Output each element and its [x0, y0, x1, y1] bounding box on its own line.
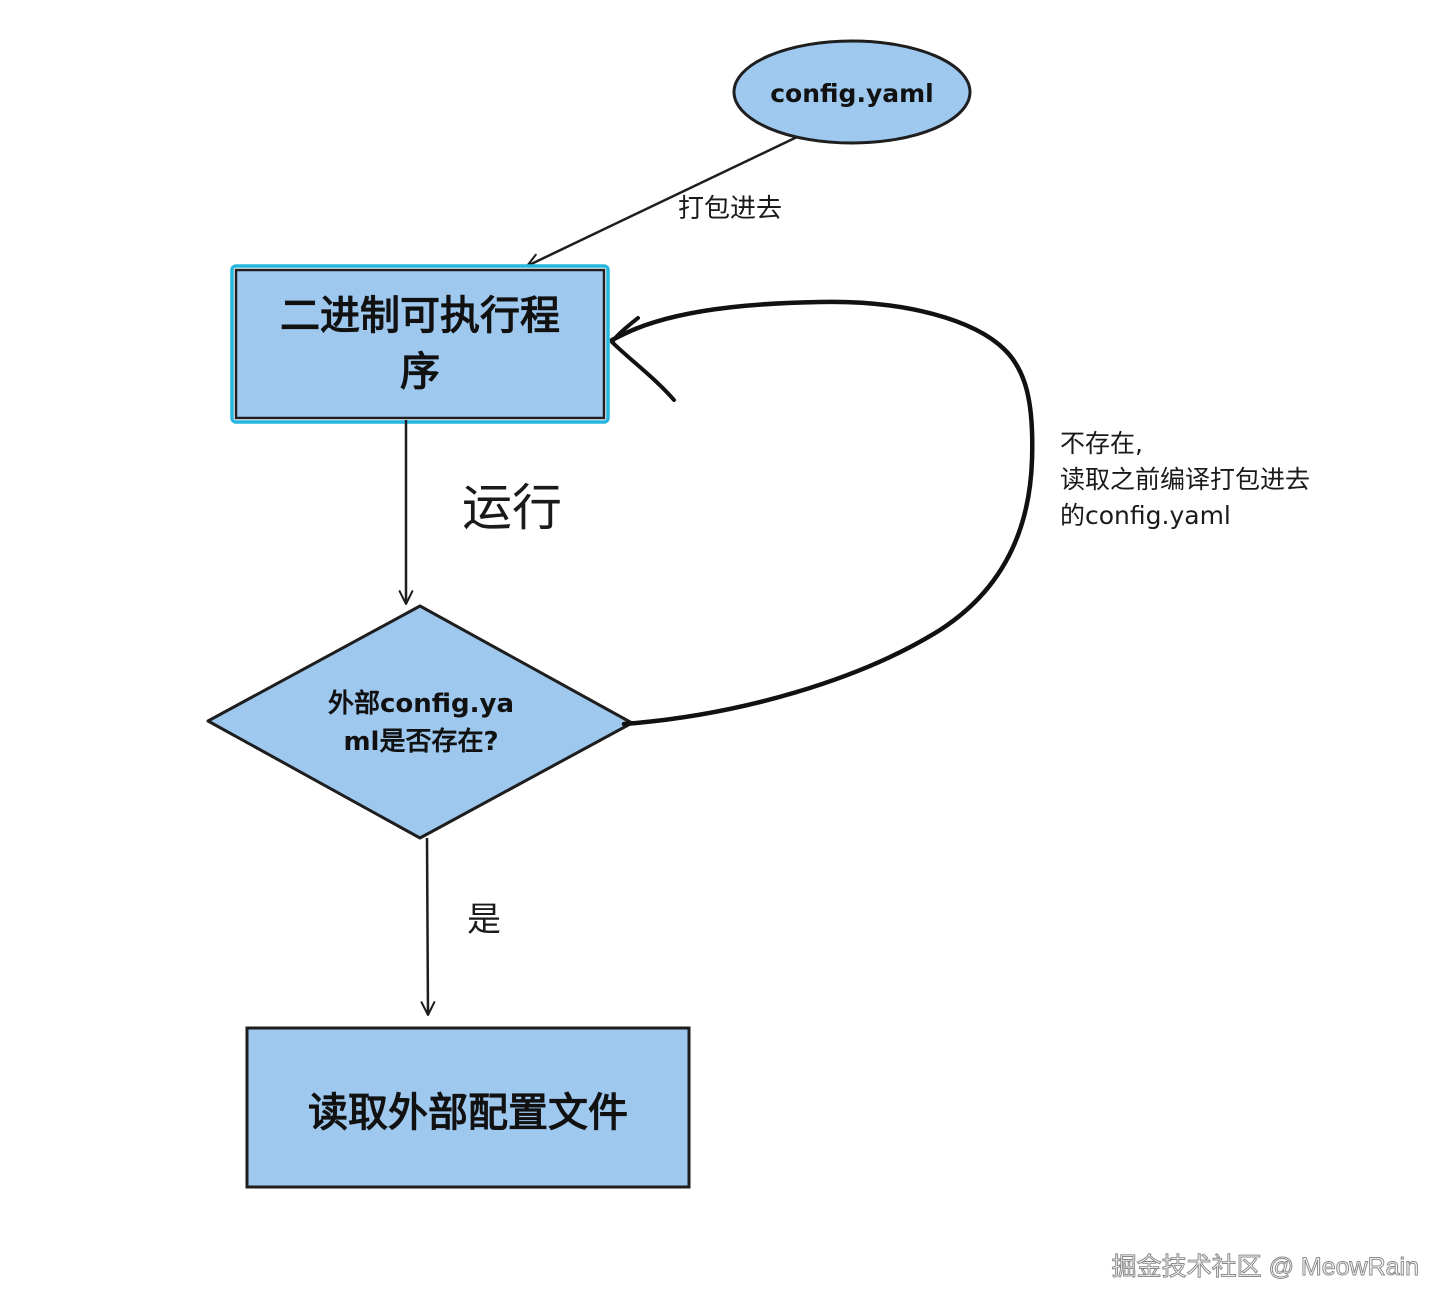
- run-label: 运行: [462, 479, 562, 537]
- binary-selection-outline: [230, 264, 610, 424]
- yes-label: 是: [467, 900, 501, 940]
- decision-node: [206, 604, 634, 840]
- pack-in-label: 打包进去: [678, 194, 783, 224]
- read-external-label: 读取外部配置文件: [308, 1090, 628, 1136]
- binary-label: 二进制可执行程序: [280, 293, 560, 395]
- config-yaml-node: [732, 39, 972, 145]
- not-exist-label: 不存在, 读取之前编译打包进去 的config.yaml: [1060, 429, 1311, 530]
- config-yaml-label: config.yaml: [770, 78, 934, 108]
- pack-in-arrow: [526, 135, 798, 268]
- binary-node: [234, 268, 606, 420]
- read-external-node: [245, 1026, 691, 1189]
- not-exist-loop-arrowhead: [610, 316, 676, 402]
- not-exist-loop: [609, 299, 1035, 727]
- watermark: 掘金技术社区 @ MeowRain: [1111, 1253, 1419, 1282]
- decision-label: 外部config.yaml是否存在?: [327, 689, 515, 757]
- yes-arrow: [420, 837, 436, 1016]
